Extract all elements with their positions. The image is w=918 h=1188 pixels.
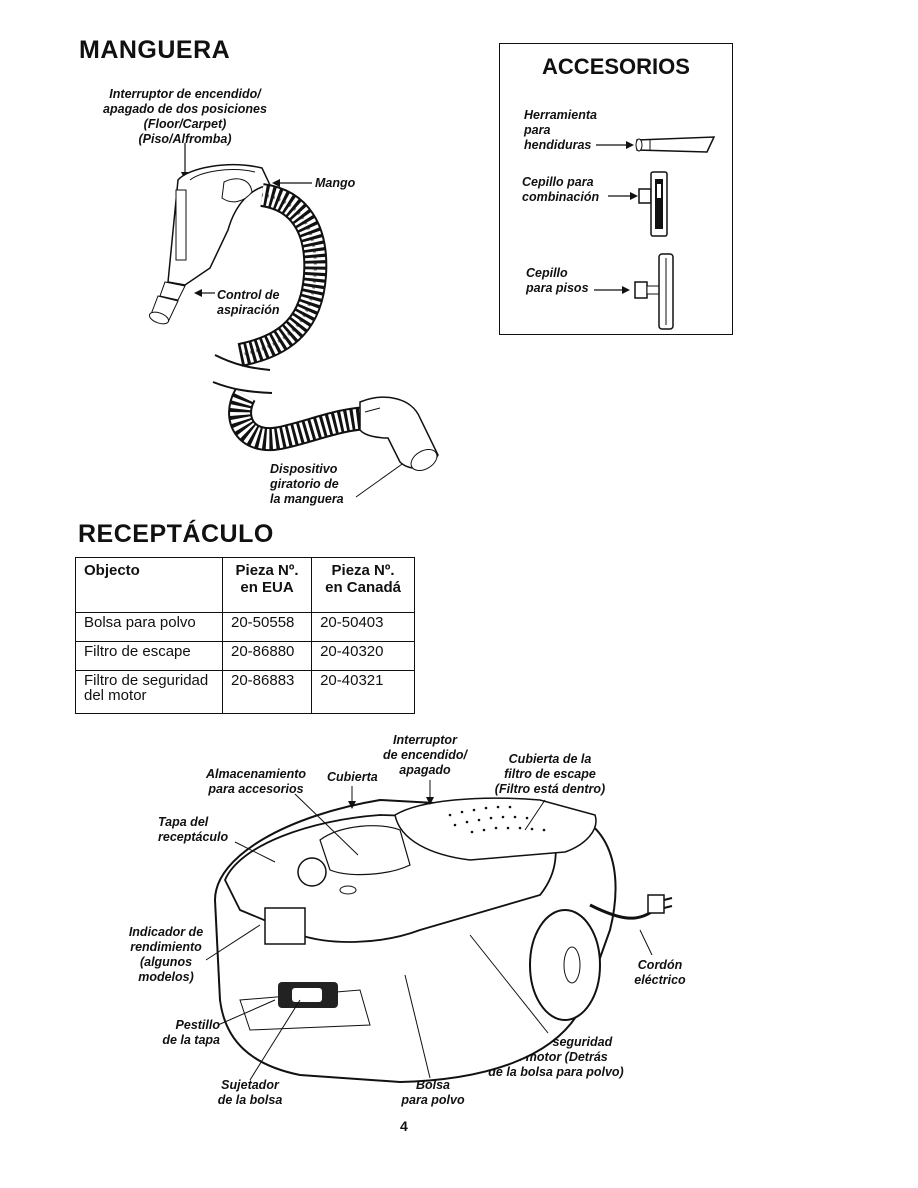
crevice-tool-icon xyxy=(635,136,716,153)
header-part-canada: Pieza Nº. en Canadá xyxy=(311,557,415,613)
swivel-label: Dispositivo giratorio de la manguera xyxy=(270,462,344,506)
suction-control-label: Control de aspiración xyxy=(217,288,280,317)
cell-item: Filtro de escape xyxy=(75,641,223,671)
page-number: 4 xyxy=(400,1118,408,1134)
cell-item: Filtro de seguridad del motor xyxy=(75,670,223,714)
floor-brush-icon xyxy=(634,253,674,330)
indicator-label: Indicador de rendimiento (algunos modelo… xyxy=(128,925,204,984)
canister-section-title: RECEPTÁCULO xyxy=(78,520,274,548)
cord-label: Cordón eléctrico xyxy=(634,958,686,987)
crevice-tool-label: Herramienta para hendiduras xyxy=(524,108,597,152)
parts-table: Objecto Pieza Nº. en EUA Pieza Nº. en Ca… xyxy=(75,557,415,714)
storage-label: Almacenamiento para accesorios xyxy=(205,767,307,796)
cell-canada: 20-50403 xyxy=(311,612,415,642)
combination-brush-label: Cepillo para combinación xyxy=(522,175,600,204)
table-row: Bolsa para polvo 20-50558 20-50403 xyxy=(75,612,415,642)
cell-usa: 20-86880 xyxy=(221,641,313,671)
handle-label: Mango xyxy=(315,176,356,190)
bag-label: Bolsa para polvo xyxy=(401,1078,465,1107)
accessories-icons xyxy=(594,136,716,330)
floor-brush-label: Cepillo para pisos xyxy=(526,266,589,295)
header-part-usa: Pieza Nº. en EUA xyxy=(221,557,313,613)
filter-cover-label: Cubierta de la filtro de escape (Filtro … xyxy=(494,752,606,796)
cell-usa: 20-86883 xyxy=(221,670,313,714)
accessories-title: ACCESORIOS xyxy=(542,54,690,79)
switch-label: Interruptor de encendido/ apagado de dos… xyxy=(103,87,267,146)
cell-canada: 20-40320 xyxy=(311,641,415,671)
accessories-box: ACCESORIOS Herramienta para hendiduras C… xyxy=(499,43,733,335)
lid-label: Tapa del receptáculo xyxy=(158,815,229,844)
latch-label: Pestillo de la tapa xyxy=(162,1018,220,1047)
combination-brush-icon xyxy=(638,171,668,237)
cell-usa: 20-50558 xyxy=(221,612,313,642)
cell-item: Bolsa para polvo xyxy=(75,612,223,642)
table-row: Filtro de seguridad del motor 20-86883 2… xyxy=(75,670,415,714)
parts-table-header: Objecto Pieza Nº. en EUA Pieza Nº. en Ca… xyxy=(75,557,415,613)
motor-filter-label: Filtro de seguridad del motor (Detrás de… xyxy=(488,1035,624,1079)
header-object: Objecto xyxy=(75,557,223,613)
cover-label: Cubierta xyxy=(327,770,378,784)
hose-section-title: MANGUERA xyxy=(79,36,231,64)
table-row: Filtro de escape 20-86880 20-40320 xyxy=(75,641,415,671)
power-switch-label: Interruptor de encendido/ apagado xyxy=(382,733,468,777)
cell-canada: 20-40321 xyxy=(311,670,415,714)
bag-holder-label: Sujetador de la bolsa xyxy=(217,1078,283,1107)
